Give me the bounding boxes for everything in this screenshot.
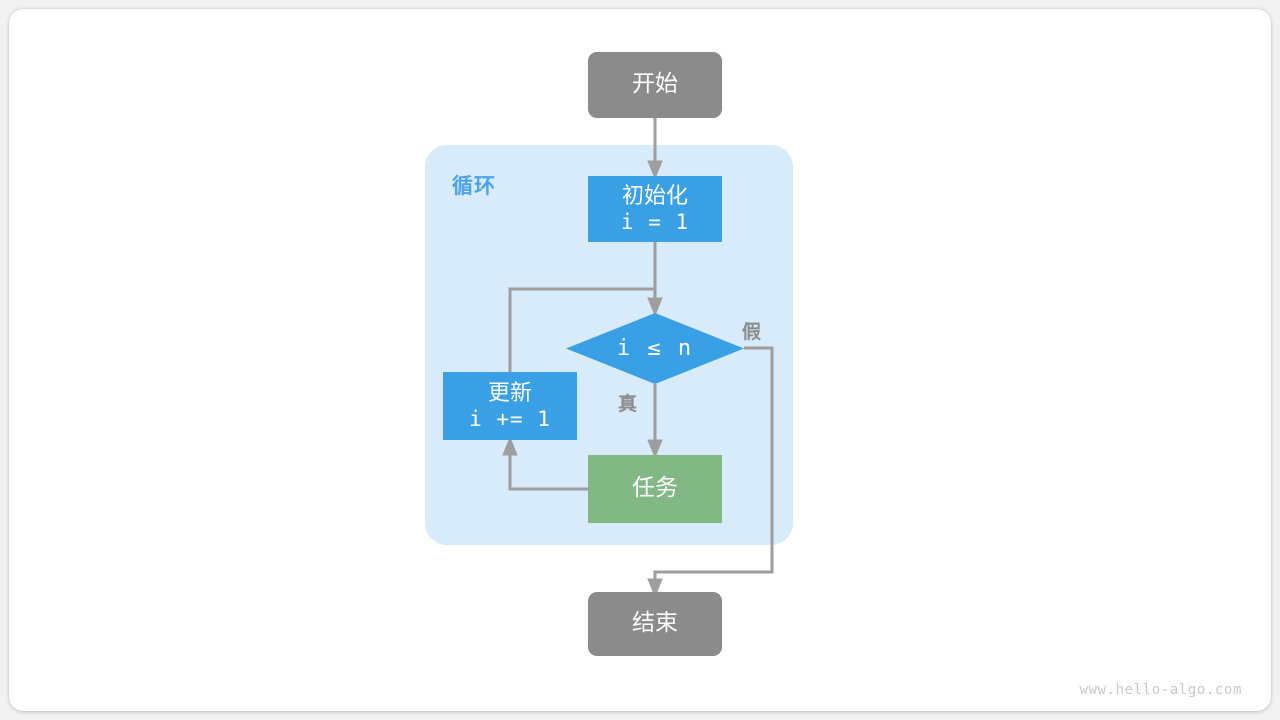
node-end-label: 结束: [632, 610, 678, 637]
edge-task-to-update: [502, 436, 588, 491]
node-task[interactable]: 任务: [588, 455, 722, 523]
node-start-label: 开始: [632, 71, 678, 98]
loop-container-label: 循环: [452, 175, 496, 198]
edge-label-true: 真: [618, 394, 638, 415]
node-end[interactable]: 结束: [588, 592, 722, 656]
watermark: www.hello-algo.com: [1079, 682, 1242, 698]
node-init-label-line1: 初始化: [621, 183, 688, 209]
node-init-label-line2: i = 1: [620, 209, 690, 234]
node-update-label-line1: 更新: [487, 380, 532, 406]
node-update-label-line2: i += 1: [469, 406, 551, 431]
node-decision-shape[interactable]: [566, 313, 744, 384]
node-task-label: 任务: [632, 475, 678, 502]
node-update[interactable]: 更新 i += 1: [443, 372, 577, 440]
edge-label-false: 假: [742, 322, 762, 343]
edge-decision-false-to-end: [647, 346, 774, 598]
node-start[interactable]: 开始: [588, 52, 722, 118]
edge-update-to-decision: [508, 287, 655, 372]
node-init[interactable]: 初始化 i = 1: [588, 176, 722, 242]
